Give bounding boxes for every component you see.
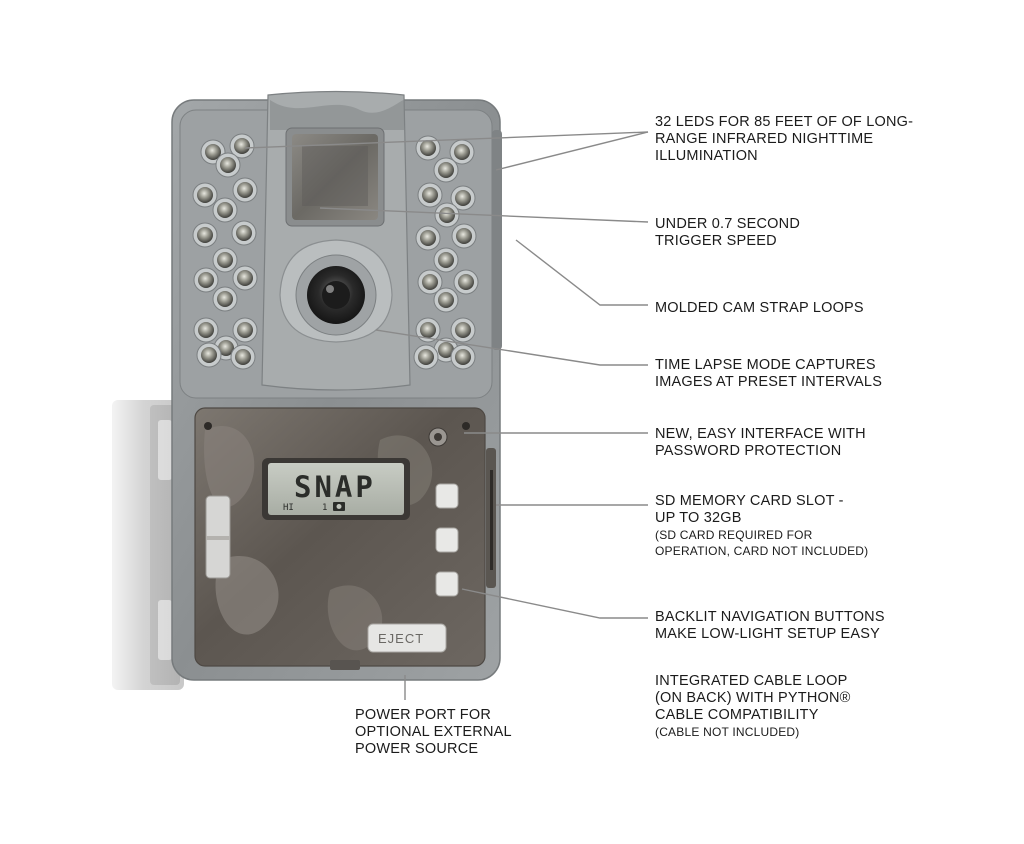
- leader-line: [495, 131, 649, 171]
- callout-power-line-3: POWER SOURCE: [355, 741, 479, 757]
- infrared-led: [454, 144, 470, 160]
- lcd-hi-text: HI: [283, 503, 294, 513]
- camera-icon: [333, 502, 345, 511]
- infrared-led: [420, 230, 436, 246]
- callout-leds-line-1: 32 LEDS FOR 85 FEET OF OF LONG-: [655, 114, 914, 130]
- callout-trigger: UNDER 0.7 SECOND TRIGGER SPEED: [655, 216, 800, 250]
- callout-interface-line-2: PASSWORD PROTECTION: [655, 443, 842, 459]
- callout-sdcard: SD MEMORY CARD SLOT - UP TO 32GB (SD CAR…: [655, 493, 868, 559]
- callout-timelapse-line-2: IMAGES AT PRESET INTERVALS: [655, 374, 883, 390]
- infrared-led: [205, 144, 221, 160]
- infrared-led: [438, 252, 454, 268]
- infrared-led: [422, 274, 438, 290]
- infrared-led: [455, 190, 471, 206]
- infrared-led: [235, 349, 251, 365]
- infrared-led: [237, 182, 253, 198]
- lcd-screen: SNAP HI 1: [262, 458, 410, 520]
- infrared-led: [439, 207, 455, 223]
- infrared-led: [237, 322, 253, 338]
- leader-line: [319, 207, 649, 223]
- infrared-led: [456, 228, 472, 244]
- infrared-led: [197, 227, 213, 243]
- callout-cable-line-3: CABLE COMPATIBILITY: [655, 707, 819, 723]
- callout-strap-line-1: MOLDED CAM STRAP LOOPS: [655, 300, 864, 316]
- infrared-led: [234, 138, 250, 154]
- enter-button[interactable]: [205, 495, 231, 579]
- infrared-led: [198, 272, 214, 288]
- callout-leds-line-2: RANGE INFRARED NIGHTTIME: [655, 131, 874, 147]
- infrared-led: [455, 349, 471, 365]
- nav-button-down[interactable]: [435, 571, 459, 597]
- infrared-led: [217, 202, 233, 218]
- callout-backlit: BACKLIT NAVIGATION BUTTONS MAKE LOW-LIGH…: [655, 609, 885, 643]
- infrared-led: [237, 270, 253, 286]
- sd-card-slot: [486, 448, 496, 588]
- callout-trigger-line-2: TRIGGER SPEED: [655, 233, 777, 249]
- callout-sdcard-note-1: (SD CARD REQUIRED FOR: [655, 528, 813, 542]
- infrared-led: [422, 187, 438, 203]
- infrared-led: [201, 347, 217, 363]
- infrared-led: [236, 225, 252, 241]
- camera-lens: [279, 239, 393, 343]
- callout-leader-lines: [244, 131, 649, 700]
- callout-cable-line-1: INTEGRATED CABLE LOOP: [655, 673, 848, 689]
- motion-sensor-window: [285, 127, 385, 227]
- infrared-led: [217, 252, 233, 268]
- leader-line: [515, 239, 648, 306]
- nav-button-middle[interactable]: [435, 527, 459, 553]
- callout-backlit-line-1: BACKLIT NAVIGATION BUTTONS: [655, 609, 885, 625]
- callout-interface: NEW, EASY INTERFACE WITH PASSWORD PROTEC…: [655, 426, 866, 460]
- callout-trigger-line-1: UNDER 0.7 SECOND: [655, 216, 801, 232]
- infrared-led: [197, 187, 213, 203]
- infrared-led: [198, 322, 214, 338]
- lcd-count-text: 1: [322, 503, 327, 513]
- callout-leds-line-3: ILLUMINATION: [655, 148, 758, 164]
- infrared-led: [217, 291, 233, 307]
- infrared-led: [218, 340, 234, 356]
- callout-sdcard-line-1: SD MEMORY CARD SLOT -: [655, 493, 844, 509]
- lcd-main-text: SNAP: [294, 470, 376, 504]
- callout-timelapse: TIME LAPSE MODE CAPTURES IMAGES AT PRESE…: [655, 357, 882, 391]
- infrared-led: [420, 140, 436, 156]
- callout-cable-note-1: (CABLE NOT INCLUDED): [655, 725, 800, 739]
- eject-button[interactable]: EJECT: [367, 623, 447, 653]
- infrared-led-array: [192, 133, 479, 370]
- infrared-led: [420, 322, 436, 338]
- callout-sdcard-line-2: UP TO 32GB: [655, 510, 742, 526]
- infrared-led: [438, 342, 454, 358]
- infrared-led: [438, 292, 454, 308]
- callout-power-line-1: POWER PORT FOR: [355, 707, 491, 723]
- callout-sdcard-note-2: OPERATION, CARD NOT INCLUDED): [655, 544, 869, 558]
- infrared-led: [438, 162, 454, 178]
- callout-power: POWER PORT FOR OPTIONAL EXTERNAL POWER S…: [355, 707, 512, 758]
- eject-label: EJECT: [378, 631, 424, 646]
- callout-backlit-line-2: MAKE LOW-LIGHT SETUP EASY: [655, 626, 880, 642]
- leader-line: [375, 329, 648, 366]
- infrared-led: [220, 157, 236, 173]
- infrared-led: [418, 349, 434, 365]
- callout-timelapse-line-1: TIME LAPSE MODE CAPTURES: [655, 357, 876, 373]
- callout-strap: MOLDED CAM STRAP LOOPS: [655, 300, 864, 317]
- leader-line: [461, 588, 648, 619]
- infrared-led: [455, 322, 471, 338]
- callout-interface-line-1: NEW, EASY INTERFACE WITH: [655, 426, 866, 442]
- callout-leds: 32 LEDS FOR 85 FEET OF OF LONG- RANGE IN…: [655, 114, 913, 165]
- infrared-led: [458, 274, 474, 290]
- nav-button-up[interactable]: [435, 483, 459, 509]
- callout-power-line-2: OPTIONAL EXTERNAL: [355, 724, 512, 740]
- leader-line: [244, 131, 649, 149]
- callout-cable-line-2: (ON BACK) WITH PYTHON®: [655, 690, 851, 706]
- strap-loop: [492, 130, 502, 350]
- callout-cable: INTEGRATED CABLE LOOP (ON BACK) WITH PYT…: [655, 673, 851, 740]
